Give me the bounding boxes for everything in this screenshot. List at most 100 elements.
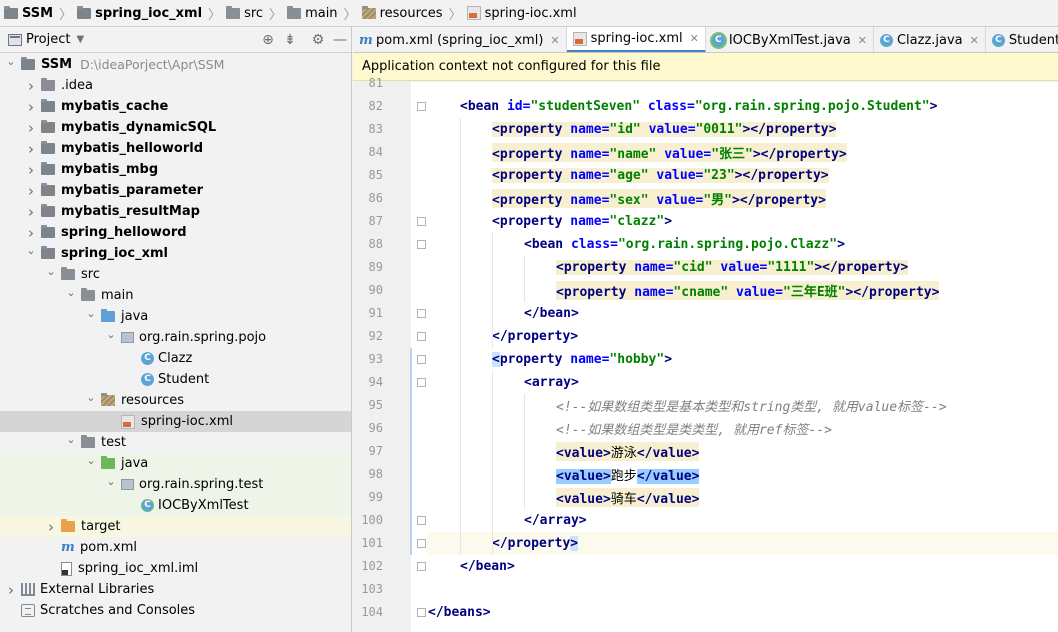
chevron-down-icon[interactable]: ⌄	[86, 307, 96, 320]
code-line[interactable]: <bean id="studentSeven" class="org.rain.…	[427, 95, 1058, 118]
chevron-right-icon[interactable]: ›	[48, 517, 54, 536]
code-line[interactable]: <property name="name" value="张三"></prope…	[427, 141, 1058, 164]
fold-icon[interactable]	[417, 102, 426, 111]
code-line[interactable]: </bean>	[427, 302, 1058, 325]
tree-item[interactable]: ›mybatis_cache	[0, 96, 351, 117]
tree-item[interactable]: ⌄java	[0, 453, 351, 474]
breadcrumb-item[interactable]: spring_ioc_xml	[77, 0, 206, 26]
chevron-down-icon[interactable]: ⌄	[6, 55, 16, 68]
code-line[interactable]: <property name="id" value="0011"></prope…	[427, 118, 1058, 141]
code-line[interactable]: </array>	[427, 509, 1058, 532]
fold-icon[interactable]	[417, 516, 426, 525]
close-icon[interactable]: ✕	[689, 32, 699, 45]
code-line[interactable]: <value>跑步</value>	[427, 463, 1058, 486]
code-line[interactable]: <property name="cid" value="1111"></prop…	[427, 256, 1058, 279]
chevron-right-icon[interactable]: ›	[28, 76, 34, 95]
locate-file-icon[interactable]: ⊕	[262, 32, 274, 48]
tree-item[interactable]: spring-ioc.xml	[0, 411, 351, 432]
breadcrumb-item[interactable]: main	[287, 0, 341, 26]
code-line[interactable]	[427, 72, 1058, 95]
chevron-down-icon[interactable]: ⌄	[86, 454, 96, 467]
dropdown-arrow-icon[interactable]: ▼	[76, 34, 85, 45]
code-line[interactable]: <array>	[427, 371, 1058, 394]
tree-item[interactable]: ⌄org.rain.spring.pojo	[0, 327, 351, 348]
breadcrumb-item[interactable]: spring-ioc.xml	[466, 0, 581, 26]
tree-item[interactable]: spring_ioc_xml.iml	[0, 558, 351, 579]
chevron-down-icon[interactable]: ⌄	[66, 433, 76, 446]
fold-icon[interactable]	[417, 355, 426, 364]
chevron-right-icon[interactable]: ›	[28, 223, 34, 242]
tree-item[interactable]: ›External Libraries	[0, 579, 351, 600]
tree-item[interactable]: ›mybatis_helloworld	[0, 138, 351, 159]
hide-panel-icon[interactable]: —	[333, 32, 347, 48]
code-line[interactable]: </property>	[427, 325, 1058, 348]
chevron-right-icon[interactable]: ›	[28, 202, 34, 221]
tree-item[interactable]: ⌄org.rain.spring.test	[0, 474, 351, 495]
code-line[interactable]: <value>骑车</value>	[427, 486, 1058, 509]
chevron-down-icon[interactable]: ⌄	[26, 244, 36, 257]
code-line[interactable]: </property>	[427, 532, 1058, 555]
breadcrumb-item[interactable]: resources	[361, 0, 447, 26]
chevron-right-icon[interactable]: ›	[28, 97, 34, 116]
tab-clazz-java[interactable]: C Clazz.java ✕	[874, 27, 986, 52]
tree-item[interactable]: ›mybatis_dynamicSQL	[0, 117, 351, 138]
tree-item[interactable]: ›spring_helloword	[0, 222, 351, 243]
chevron-down-icon[interactable]: ⌄	[86, 391, 96, 404]
code-line[interactable]: <!--如果数组类型是类类型, 就用ref标签-->	[427, 417, 1058, 440]
fold-icon[interactable]	[417, 332, 426, 341]
code-line[interactable]: <property name="clazz">	[427, 210, 1058, 233]
code-line[interactable]: <property name="age" value="23"></proper…	[427, 164, 1058, 187]
fold-icon[interactable]	[417, 309, 426, 318]
tree-item[interactable]: ⌄main	[0, 285, 351, 306]
tree-item[interactable]: ›mybatis_resultMap	[0, 201, 351, 222]
tree-item[interactable]: Scratches and Consoles	[0, 600, 351, 621]
breadcrumb-item[interactable]: src	[226, 0, 267, 26]
tree-item[interactable]: ›target	[0, 516, 351, 537]
breadcrumb-item[interactable]: SSM	[4, 0, 57, 26]
chevron-down-icon[interactable]: ⌄	[106, 328, 116, 341]
chevron-down-icon[interactable]: ⌄	[66, 286, 76, 299]
chevron-down-icon[interactable]: ⌄	[106, 475, 116, 488]
code-line[interactable]: <value>游泳</value>	[427, 440, 1058, 463]
code-line[interactable]	[427, 578, 1058, 601]
gear-icon[interactable]: ⚙	[311, 32, 325, 48]
tab-spring-ioc-xml[interactable]: spring-ioc.xml ✕	[566, 27, 706, 52]
code-line[interactable]: <property name="hobby">	[427, 348, 1058, 371]
code-line[interactable]: </bean>	[427, 555, 1058, 578]
fold-icon[interactable]	[417, 240, 426, 249]
tree-item[interactable]: ›mybatis_mbg	[0, 159, 351, 180]
fold-icon[interactable]	[417, 378, 426, 387]
chevron-right-icon[interactable]: ›	[28, 181, 34, 200]
fold-icon[interactable]	[417, 217, 426, 226]
fold-icon[interactable]	[417, 608, 426, 617]
code-line[interactable]: </beans>	[427, 601, 1058, 624]
tab-pom-xml[interactable]: m pom.xml (spring_ioc_xml) ✕	[353, 27, 567, 52]
chevron-right-icon[interactable]: ›	[8, 580, 14, 599]
code-line[interactable]: <property name="cname" value="三年E班"></pr…	[427, 279, 1058, 302]
fold-icon[interactable]	[417, 539, 426, 548]
close-icon[interactable]: ✕	[969, 33, 979, 47]
project-view-dropdown[interactable]: Project	[26, 32, 71, 47]
tab-student-java[interactable]: C Student.java ✕	[986, 27, 1058, 52]
collapse-all-icon[interactable]: ⇟	[284, 32, 296, 48]
tree-item[interactable]: ›mybatis_parameter	[0, 180, 351, 201]
chevron-right-icon[interactable]: ›	[28, 118, 34, 137]
code-line[interactable]: <!--如果数组类型是基本类型和string类型, 就用value标签-->	[427, 394, 1058, 417]
tab-iocbyxmltest-java[interactable]: C IOCByXmlTest.java ✕	[706, 27, 874, 52]
tree-item[interactable]: ⌄spring_ioc_xml	[0, 243, 351, 264]
tree-item[interactable]: ⌄java	[0, 306, 351, 327]
tree-item[interactable]: ⌄resources	[0, 390, 351, 411]
chevron-right-icon[interactable]: ›	[28, 139, 34, 158]
code-line[interactable]: <property name="sex" value="男"></propert…	[427, 187, 1058, 210]
close-icon[interactable]: ✕	[857, 33, 867, 47]
tree-item[interactable]: ⌄test	[0, 432, 351, 453]
close-icon[interactable]: ✕	[550, 33, 560, 47]
chevron-right-icon[interactable]: ›	[28, 160, 34, 179]
fold-icon[interactable]	[417, 562, 426, 571]
